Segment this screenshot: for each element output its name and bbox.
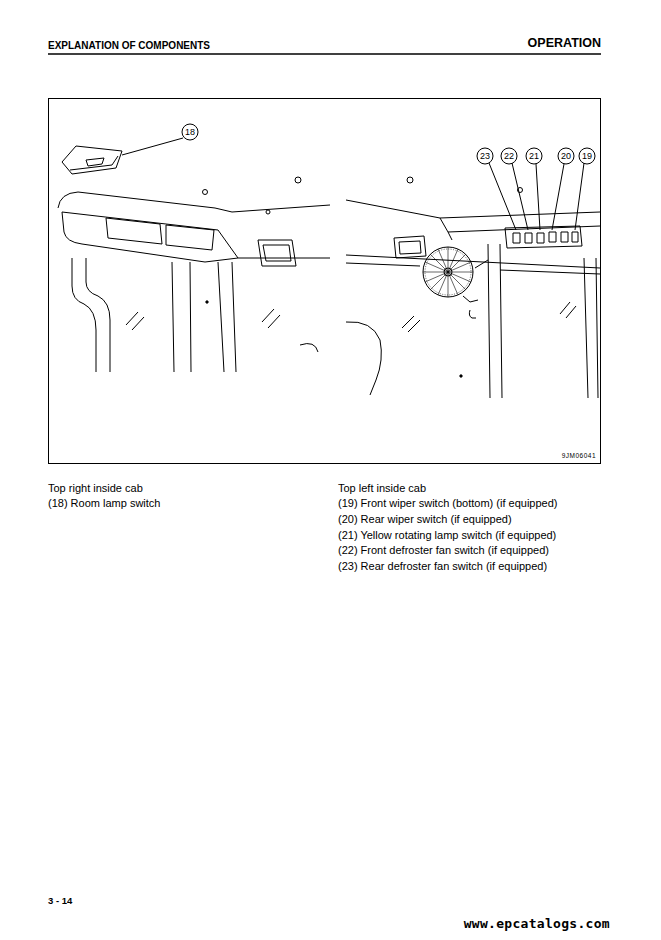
front-header-beam: [62, 212, 238, 262]
hook: [469, 310, 476, 318]
right-pillar: [218, 262, 236, 372]
caption-item: (20) Rear wiper switch (if equipped): [338, 513, 512, 526]
fan-bracket: [475, 260, 488, 268]
caption-item: (23) Rear defroster fan switch (if equip…: [338, 560, 547, 573]
right-cab-view: [346, 148, 600, 398]
page-number: 3 - 14: [48, 895, 72, 906]
pillar-screw: [460, 375, 462, 377]
room-lamp: [62, 146, 122, 174]
rocker-switch: [513, 232, 578, 243]
fan-grille: [423, 247, 473, 297]
header-window: [106, 218, 214, 250]
left-cab-view: [58, 124, 330, 372]
seat-edge: [300, 344, 318, 352]
caption-item: (18) Room lamp switch: [48, 497, 160, 510]
callout-circle: [558, 148, 574, 164]
ceiling-bolt: [203, 190, 208, 195]
center-pillar: [172, 262, 191, 372]
callout-number: 20: [558, 148, 574, 164]
callout-number: 18: [182, 124, 198, 140]
caption-item: (22) Front defroster fan switch (if equi…: [338, 544, 549, 557]
room-lamp-lens: [70, 156, 118, 170]
callout-circle: [182, 124, 198, 140]
seat-outline: [346, 322, 381, 395]
left-pillar: [72, 258, 110, 372]
caption-item: (21) Yellow rotating lamp switch (if equ…: [338, 529, 556, 542]
callout-number: 21: [526, 148, 542, 164]
figure-frame: [49, 99, 601, 464]
callout-circle: [501, 148, 517, 164]
pillar: [488, 244, 502, 398]
caption-heading: Top right inside cab: [48, 482, 143, 495]
section-heading: EXPLANATION OF COMPONENTS: [48, 40, 210, 52]
fan-hub: [444, 268, 452, 276]
switch-panel: [505, 226, 582, 248]
fan-guard: [423, 247, 473, 297]
caption-item: (19) Front wiper switch (bottom) (if equ…: [338, 497, 557, 510]
caption-heading: Top left inside cab: [338, 482, 426, 495]
ceiling-bolt: [266, 210, 270, 214]
ceiling-edge: [346, 200, 600, 218]
ceiling-bolt: [295, 177, 301, 183]
pillar-screw: [206, 301, 208, 303]
callout-circle: [526, 148, 542, 164]
leader-line: [122, 138, 183, 155]
callout-circle: [579, 148, 595, 164]
rear-pillar: [584, 258, 598, 398]
fan-stand: [463, 296, 478, 302]
roof-vent: [394, 236, 426, 258]
chapter-heading: OPERATION: [528, 36, 601, 51]
figure-code: 9JM06041: [562, 452, 596, 460]
glass-hatch: [126, 309, 280, 330]
callout-circle: [477, 148, 493, 164]
roof-vent: [258, 240, 296, 266]
ceiling-bolt: [407, 177, 413, 183]
leader-line: [489, 163, 584, 230]
side-header: [238, 258, 330, 259]
header-rule: [48, 53, 601, 55]
glass-hatch: [402, 302, 576, 332]
callout-number: 22: [501, 148, 517, 164]
callout-number: 19: [579, 148, 595, 164]
watermark: www.epcatalogs.com: [464, 916, 610, 932]
callout-number: 23: [477, 148, 493, 164]
ceiling-edge: [58, 192, 330, 212]
